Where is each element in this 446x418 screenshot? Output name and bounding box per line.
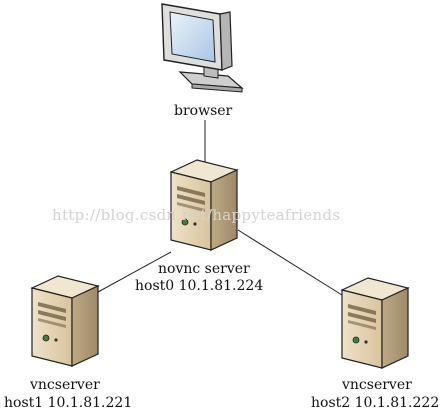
- host1-address: host1 10.1.81.221: [4, 395, 133, 411]
- monitor-icon: [161, 3, 244, 93]
- server-icon: [31, 275, 99, 367]
- edge-novnc-host2: [237, 229, 343, 296]
- host1-name: vncserver: [30, 377, 100, 393]
- browser-label: browser: [174, 103, 233, 119]
- edge-novnc-host1: [97, 251, 172, 293]
- host2-name: vncserver: [342, 377, 412, 393]
- host2-address: host2 10.1.81.222: [311, 395, 440, 411]
- server-icon: [341, 277, 409, 369]
- novnc-server-host: host0 10.1.81.224: [135, 278, 264, 294]
- server-icon: [170, 159, 238, 251]
- novnc-server-name: novnc server: [158, 261, 250, 277]
- watermark: http://blog.csdn.net/happyteafriends: [52, 206, 341, 224]
